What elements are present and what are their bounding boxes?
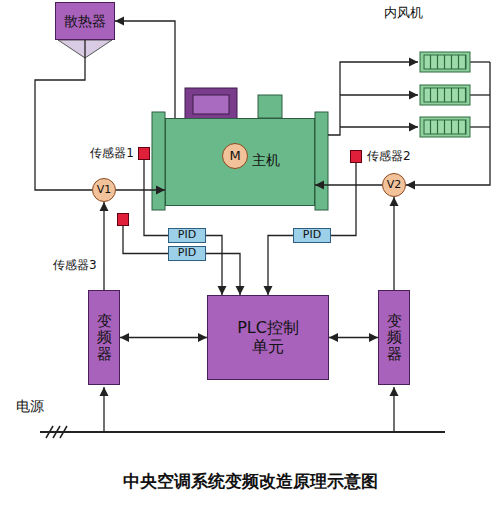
node-text: 传感器1 (90, 147, 134, 161)
node-text: PID (178, 247, 196, 260)
inverter-box: 变频器 (378, 290, 410, 385)
main-port (258, 95, 282, 118)
node-text: PID (303, 229, 321, 242)
motor-panel (193, 95, 229, 114)
main-flange (152, 112, 165, 210)
sensor: 传感器2 (350, 150, 362, 163)
inverter-box: 变频器 (88, 290, 120, 385)
power-label: 电源 (16, 398, 44, 416)
node-text: 传感器2 (367, 150, 411, 164)
node-text: 主机 (252, 152, 280, 168)
main-unit: 主机 M (165, 118, 315, 206)
node-text: V1 (97, 184, 112, 197)
node-text: 变频器 (387, 313, 402, 363)
pipe-connector (120, 337, 207, 338)
pid-box: PID (168, 246, 206, 261)
fan-pipes (328, 62, 490, 185)
power-line (40, 387, 445, 438)
pipe-connector (123, 226, 168, 254)
pipe-connector (393, 197, 394, 290)
indoor-fan (420, 52, 470, 137)
node-text: 散热器 (64, 13, 106, 29)
pipe-connector (103, 202, 104, 290)
pipe-connector (206, 236, 222, 296)
main-flange (315, 112, 328, 210)
pipe-connector (268, 236, 293, 296)
caption: 中央空调系统变频改造原理示意图 (0, 470, 500, 493)
radiator-box: 散热器 (55, 2, 115, 40)
node-text: PLC控制单元 (236, 319, 300, 356)
pipe-connector (315, 184, 382, 185)
pipe-connector (206, 254, 240, 296)
motor-housing (185, 88, 237, 120)
node-text: M (229, 149, 240, 164)
node-text: PID (178, 229, 196, 242)
sensor: 传感器1 (138, 147, 150, 160)
pid-box: PID (168, 228, 206, 243)
pipe-connector (329, 337, 378, 338)
sensor: 传感器3 (117, 213, 129, 226)
node-text: V2 (387, 179, 402, 192)
motor-circle: M (222, 143, 248, 169)
node-text: 变频器 (97, 313, 112, 363)
fan-label: 内风机 (384, 4, 423, 22)
pipe-connector (331, 163, 356, 236)
pid-box: PID (293, 228, 331, 243)
pipe-connector (115, 21, 175, 118)
plc-box: PLC控制单元 (207, 295, 329, 380)
pipe-connector (116, 189, 165, 190)
valve-circle: V2 (382, 173, 406, 197)
node-text: 传感器3 (53, 259, 97, 273)
valve-circle: V1 (92, 178, 116, 202)
pipe-connector (35, 40, 92, 190)
